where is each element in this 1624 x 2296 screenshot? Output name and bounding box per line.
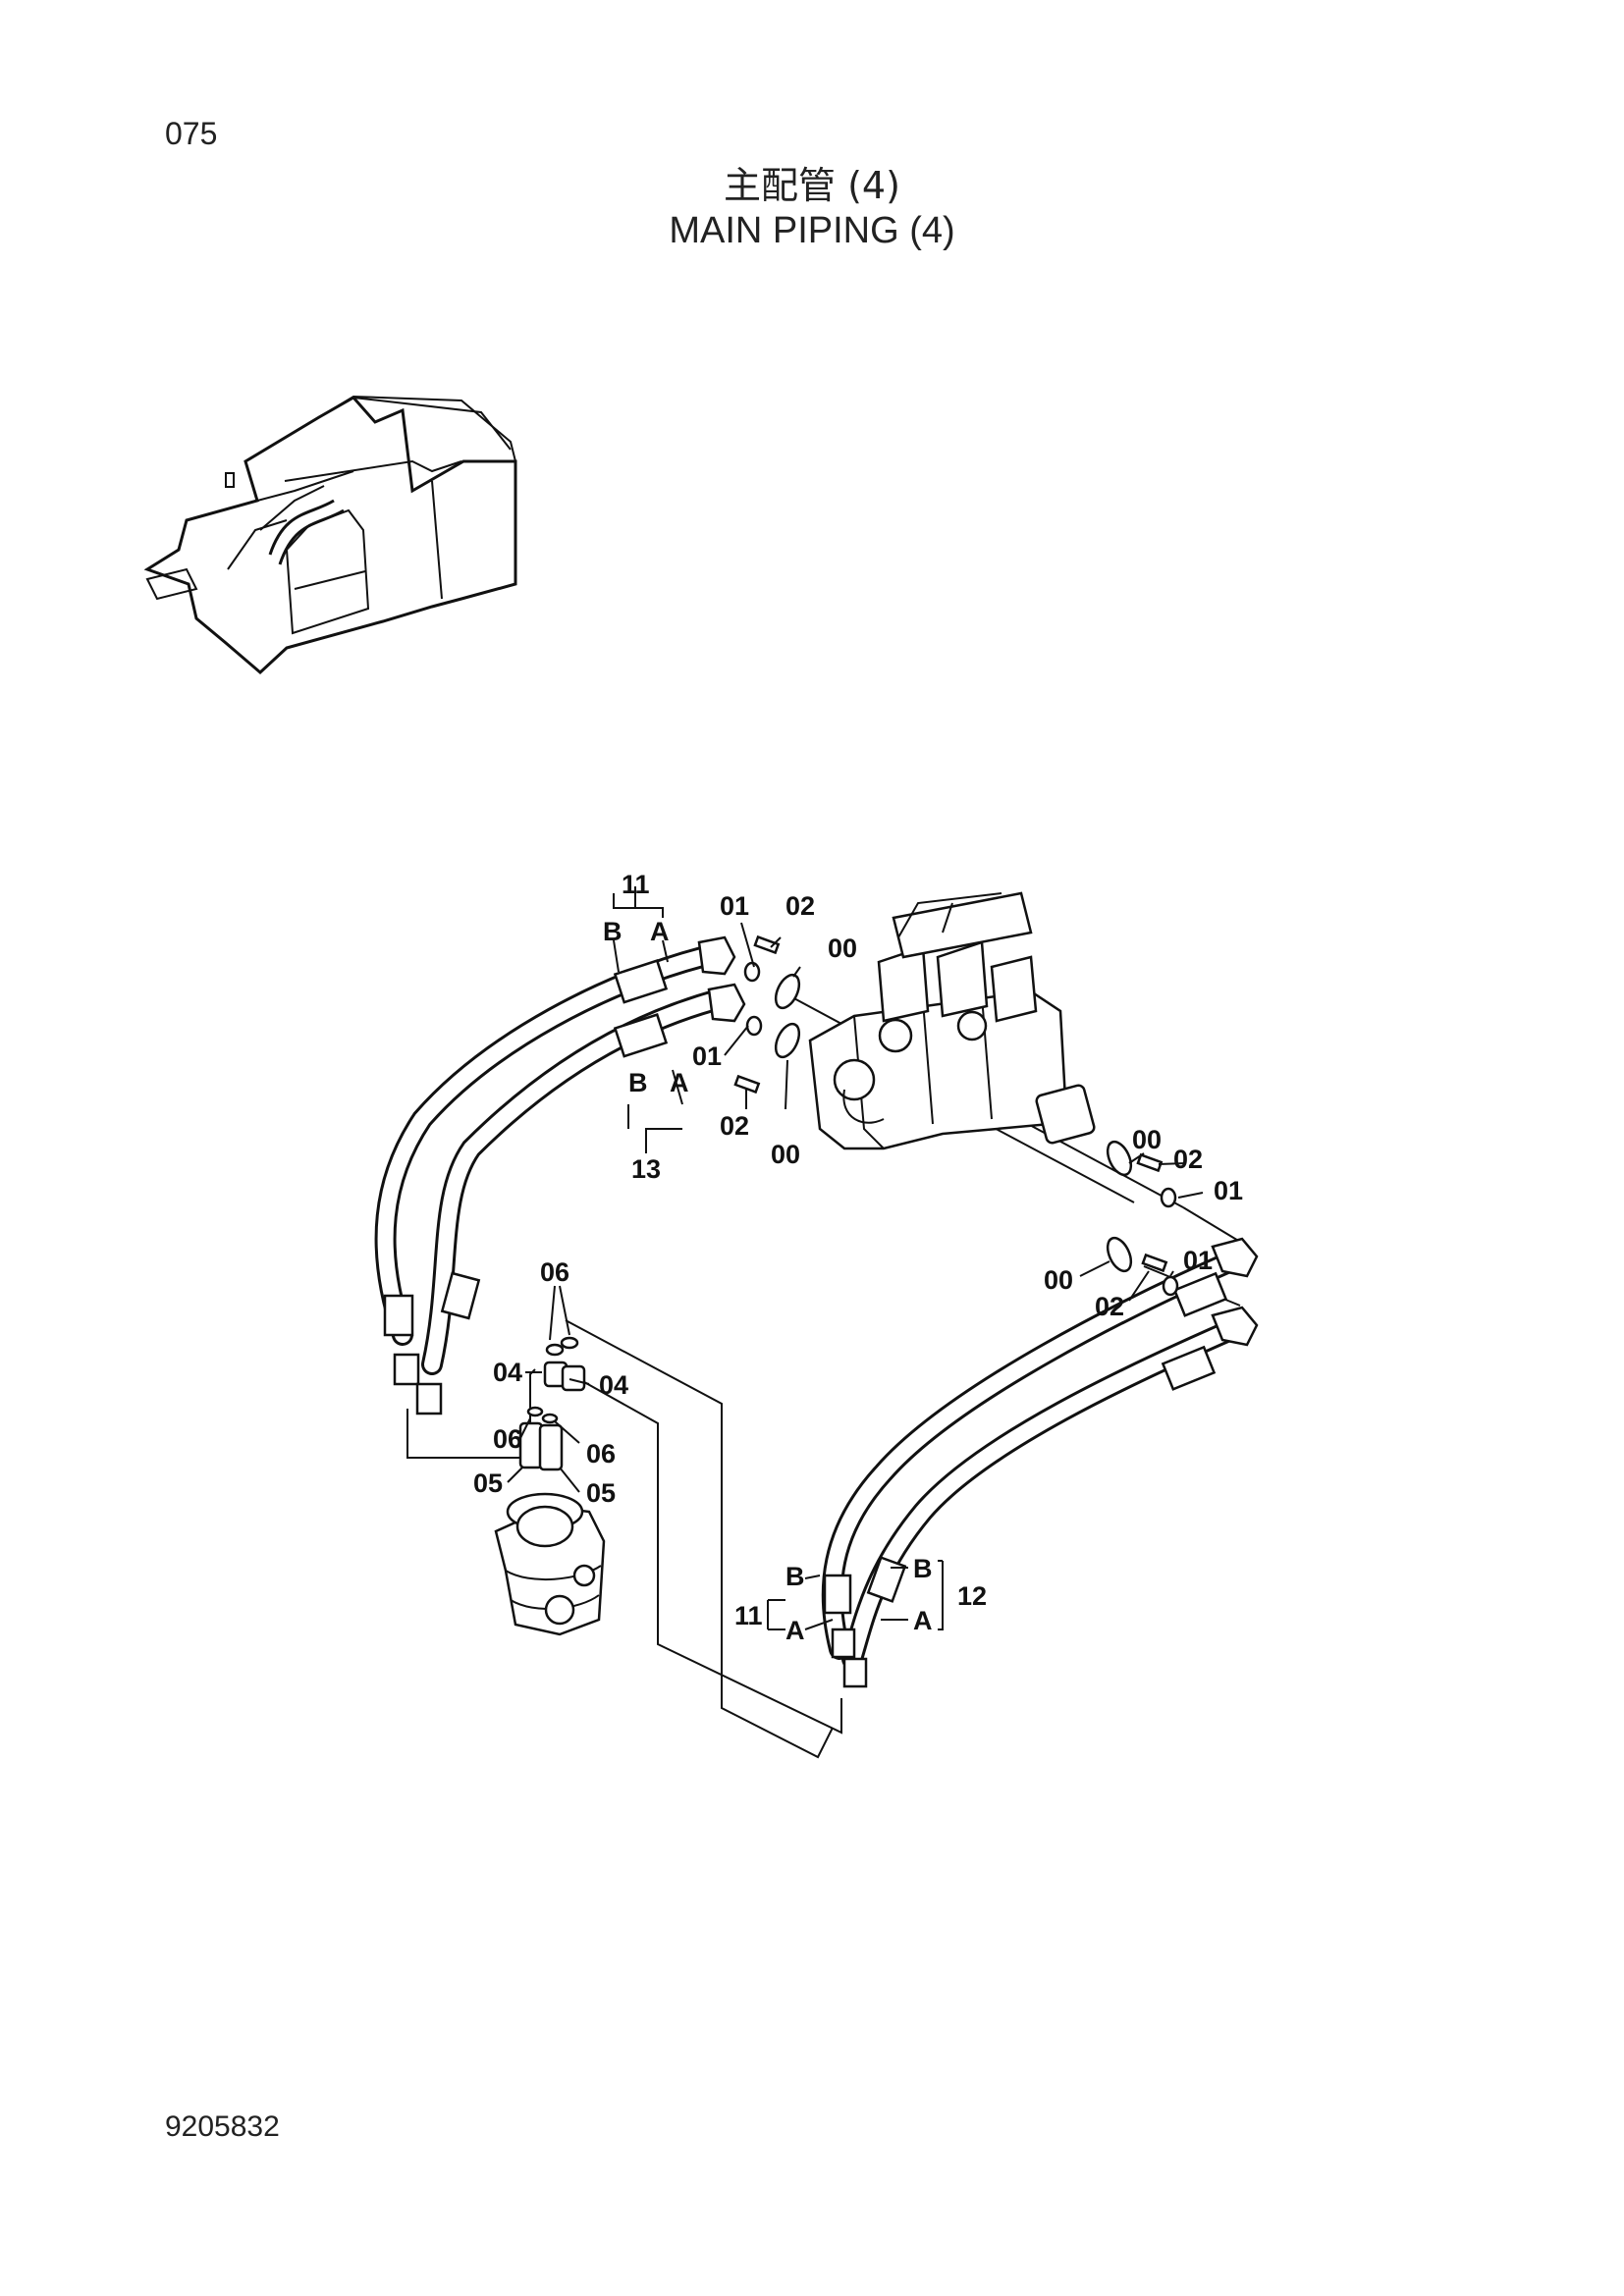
callout-01-a: 01 — [720, 891, 749, 921]
callout-13: 13 — [631, 1154, 661, 1184]
callout-a-mid: A — [670, 1068, 689, 1097]
callout-a-bottom-right: A — [913, 1606, 933, 1635]
control-valve — [808, 891, 1096, 1150]
swivel-joint — [494, 1336, 606, 1636]
callout-b-top: B — [603, 917, 623, 946]
callout-a-bottom-left: A — [785, 1616, 805, 1645]
callout-11-bottom: 11 — [734, 1601, 763, 1630]
callout-02-c: 02 — [1173, 1145, 1203, 1174]
callout-b-bottom-right: B — [913, 1554, 933, 1583]
callout-01-c: 01 — [1214, 1176, 1243, 1205]
callout-a-top: A — [650, 917, 670, 946]
page-number: 075 — [165, 116, 218, 151]
document-number: 9205832 — [165, 2110, 280, 2143]
callout-labels: 11 B A B A 13 01 02 00 01 02 00 00 02 01… — [473, 870, 1243, 1645]
hose-assemblies — [374, 935, 1259, 1688]
callout-01-d: 01 — [1183, 1246, 1213, 1275]
callout-05-a: 05 — [473, 1468, 503, 1498]
title-english: MAIN PIPING (4) — [669, 210, 955, 251]
callout-12: 12 — [957, 1581, 987, 1611]
callout-02-a: 02 — [785, 891, 815, 921]
callout-04-b: 04 — [599, 1370, 628, 1400]
callout-06-c: 06 — [586, 1439, 616, 1468]
callout-06-a: 06 — [540, 1257, 569, 1287]
flange-parts — [733, 934, 1179, 1297]
callout-00-d: 00 — [1044, 1265, 1073, 1295]
callout-00-b: 00 — [771, 1140, 800, 1169]
excavator-overview — [143, 395, 517, 675]
callout-00-c: 00 — [1132, 1125, 1162, 1154]
callout-04-a: 04 — [493, 1358, 522, 1387]
callout-05-b: 05 — [586, 1478, 616, 1508]
leader-lines — [507, 886, 1204, 1630]
callout-b-mid: B — [628, 1068, 648, 1097]
callout-02-d: 02 — [1095, 1292, 1124, 1321]
callout-b-bottom-left: B — [785, 1562, 805, 1591]
title-japanese: 主配管 (4) — [724, 164, 900, 207]
callout-02-b: 02 — [720, 1111, 749, 1141]
callout-06-b: 06 — [493, 1424, 522, 1454]
callout-01-b: 01 — [692, 1041, 722, 1071]
callout-00-a: 00 — [828, 934, 857, 963]
callout-11-top: 11 — [622, 870, 650, 899]
